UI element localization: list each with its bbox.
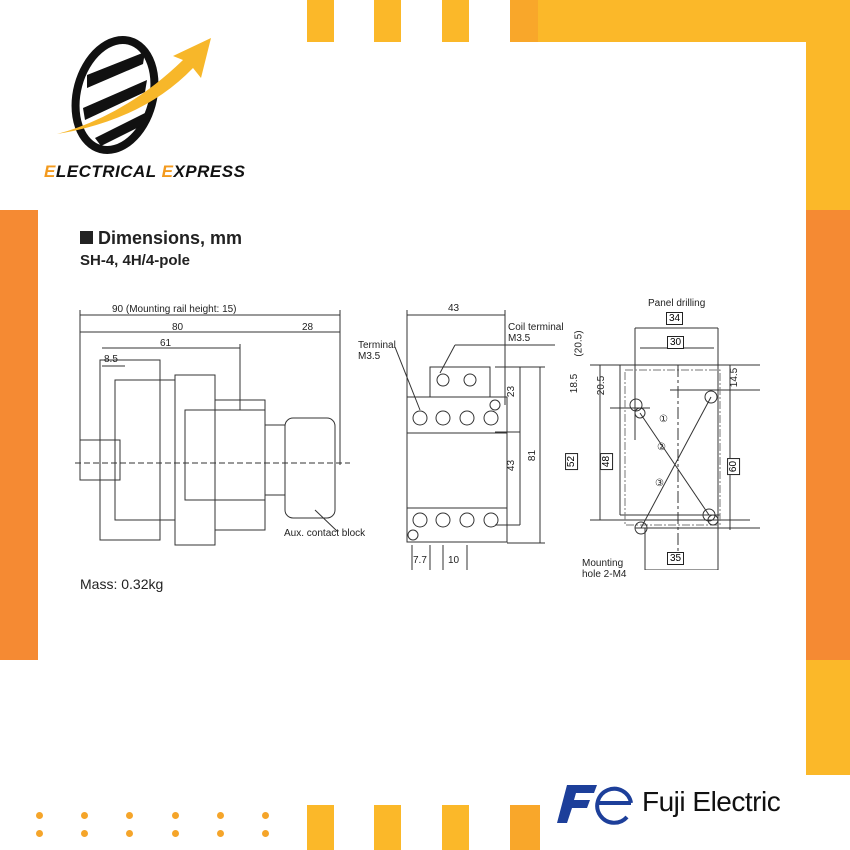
deco-dot bbox=[81, 830, 88, 837]
dim-60: 60 bbox=[727, 457, 741, 476]
deco-dot bbox=[217, 830, 224, 837]
deco-bar bbox=[374, 0, 401, 42]
deco-dot bbox=[217, 812, 224, 819]
fuji-electric-logo-text: Fuji Electric bbox=[642, 786, 781, 817]
page-title: Dimensions, mm bbox=[80, 228, 242, 249]
front-view-drawing bbox=[395, 310, 555, 570]
dim-28: 28 bbox=[302, 322, 314, 333]
dim-20-5: 20.5 bbox=[596, 375, 608, 396]
deco-bar bbox=[442, 0, 469, 42]
deco-bar bbox=[374, 805, 401, 850]
deco-bar bbox=[510, 805, 540, 850]
circle-marker-2: ② bbox=[657, 442, 666, 453]
panel-drilling-title: Panel drilling bbox=[648, 298, 706, 309]
terminal-label: Terminal M3.5 bbox=[358, 340, 396, 362]
dim-52: 52 bbox=[565, 452, 579, 471]
deco-right-bar bbox=[806, 42, 850, 210]
dim-14-5: 14.5 bbox=[729, 367, 741, 388]
circle-marker-3: ③ bbox=[655, 478, 664, 489]
deco-dot bbox=[36, 830, 43, 837]
dim-43-top: 43 bbox=[448, 303, 460, 314]
deco-bar bbox=[510, 0, 538, 42]
coil-terminal-label: Coil terminal M3.5 bbox=[508, 322, 564, 344]
dim-43: 43 bbox=[506, 459, 518, 472]
deco-bar bbox=[307, 0, 334, 42]
mounting-hole-label: Mounting hole 2-M4 bbox=[582, 558, 627, 580]
deco-dot bbox=[172, 812, 179, 819]
dim-30: 30 bbox=[667, 336, 685, 349]
mass-text: Mass: 0.32kg bbox=[80, 576, 164, 592]
aux-contact-label: Aux. contact block bbox=[284, 528, 366, 539]
deco-right-bar bbox=[806, 660, 850, 775]
dim-18-5: 18.5 bbox=[569, 373, 581, 394]
dim-80: 80 bbox=[172, 322, 184, 333]
dim-20-5-paren: (20.5) bbox=[573, 330, 585, 357]
electrical-express-logo bbox=[57, 36, 211, 154]
circle-marker-1: ① bbox=[659, 414, 668, 425]
dim-48: 48 bbox=[600, 452, 614, 471]
panel-drilling-drawing bbox=[590, 327, 760, 570]
dim-35: 35 bbox=[667, 552, 685, 565]
deco-bar bbox=[442, 805, 469, 850]
deco-dot bbox=[172, 830, 179, 837]
deco-dot bbox=[262, 812, 269, 819]
dim-34: 34 bbox=[666, 312, 684, 325]
deco-dot bbox=[126, 830, 133, 837]
deco-dot bbox=[262, 830, 269, 837]
deco-left-bar bbox=[0, 210, 38, 660]
dim-overall: 90 (Mounting rail height: 15) bbox=[112, 304, 237, 315]
brand-name: ELECTRICAL EXPRESS bbox=[44, 162, 246, 181]
dim-8-5: 8.5 bbox=[104, 354, 118, 365]
fuji-electric-logo-mark bbox=[557, 785, 633, 825]
deco-bar bbox=[307, 805, 334, 850]
square-bullet-icon bbox=[80, 231, 93, 244]
dim-81: 81 bbox=[527, 449, 539, 462]
deco-right-bar bbox=[806, 210, 850, 660]
deco-dot bbox=[36, 812, 43, 819]
deco-bar bbox=[538, 0, 850, 42]
model-subtitle: SH-4, 4H/4-pole bbox=[80, 252, 191, 269]
deco-dot bbox=[81, 812, 88, 819]
dim-10: 10 bbox=[448, 555, 460, 566]
dim-7-7: 7.7 bbox=[413, 555, 427, 566]
dim-23: 23 bbox=[506, 385, 518, 398]
deco-dot bbox=[126, 812, 133, 819]
dim-61: 61 bbox=[160, 338, 172, 349]
side-view-drawing bbox=[75, 310, 350, 546]
